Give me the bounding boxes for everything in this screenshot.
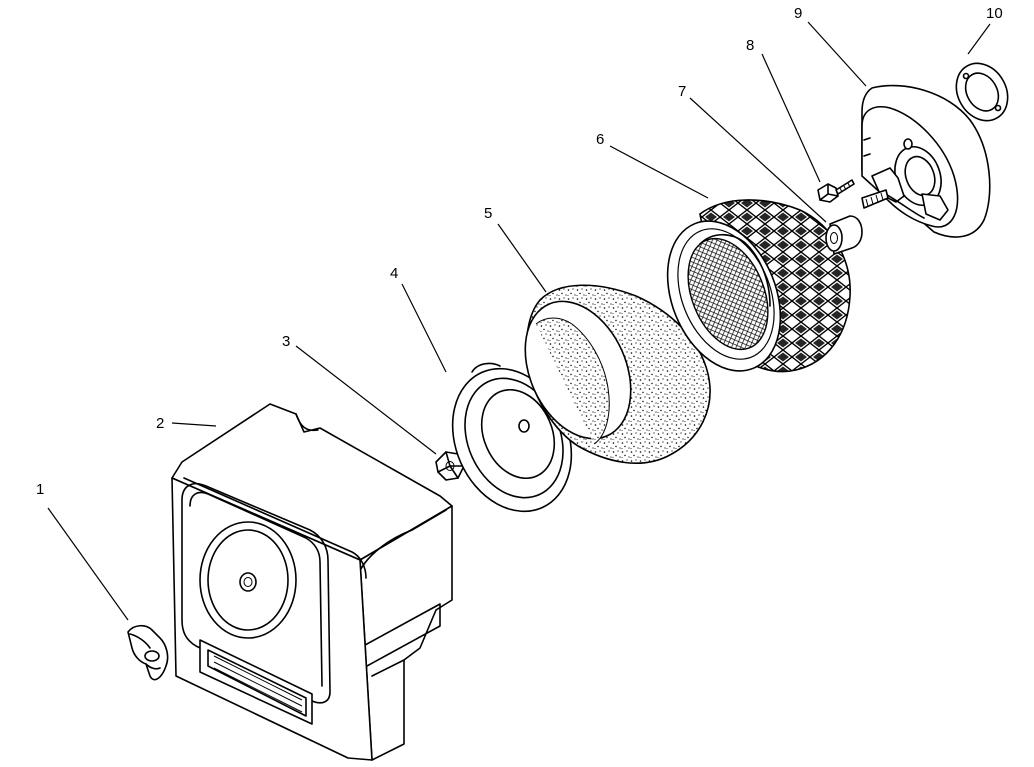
- bolt-part-8: [817, 179, 855, 203]
- leader-line-7: [689, 97, 827, 223]
- callout-numbers: 1 2 3 4 5 6 7 8 9 10: [36, 5, 1003, 498]
- leader-lines: [47, 21, 991, 621]
- leader-line-2: [171, 422, 217, 427]
- callout-4: 4: [390, 265, 398, 282]
- leader-line-5: [497, 223, 547, 293]
- wing-nut-part-1: [127, 624, 169, 681]
- callout-10: 10: [986, 5, 1003, 22]
- leader-line-3: [295, 345, 437, 455]
- leader-line-8: [761, 53, 821, 183]
- callout-9: 9: [794, 5, 802, 22]
- paper-element-part-6: [666, 199, 851, 373]
- leader-line-9: [807, 21, 867, 87]
- callout-3: 3: [282, 333, 290, 350]
- leader-line-4: [401, 283, 447, 373]
- callout-8: 8: [746, 37, 754, 54]
- callout-7: 7: [678, 83, 686, 100]
- leader-line-6: [609, 145, 709, 199]
- leader-line-1: [47, 507, 129, 621]
- gasket-part-10: [955, 62, 1009, 122]
- spacer-part-7: [825, 215, 863, 255]
- callout-1: 1: [36, 481, 44, 498]
- leader-line-10: [967, 23, 991, 55]
- callout-2: 2: [156, 415, 164, 432]
- base-plate-part-9: [861, 84, 991, 238]
- foam-precleaner-part-5: [524, 284, 711, 464]
- callout-6: 6: [596, 131, 604, 148]
- cover-part-2: [171, 403, 453, 761]
- callout-5: 5: [484, 205, 492, 222]
